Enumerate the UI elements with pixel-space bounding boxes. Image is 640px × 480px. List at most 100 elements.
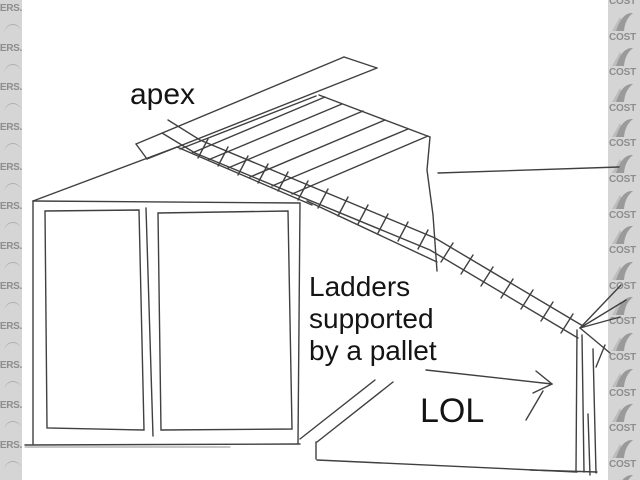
lol-label: LOL — [420, 392, 485, 430]
watermark-text-fragment: DERS. — [0, 280, 22, 292]
watermark-text-fragment: COST — [609, 138, 636, 150]
roof-group — [32, 94, 438, 272]
window-mullion — [145, 207, 154, 437]
watermark-text-fragment: DERS. — [0, 42, 22, 54]
watermark-unit: COST — [608, 116, 640, 152]
ladder-rung — [480, 266, 494, 287]
watermark-unit: COST — [608, 330, 640, 366]
ladder-rung — [560, 313, 574, 334]
watermark-unit: DERS. — [0, 198, 22, 238]
watermark-mountain-logo-icon — [612, 190, 633, 209]
ladder-rung — [357, 204, 369, 225]
roof-batten — [271, 128, 409, 187]
watermark-mountain-logo-icon — [612, 83, 633, 102]
ladder-rail — [167, 119, 584, 327]
ladder-rung — [540, 301, 554, 322]
ladder-note-line3: by a pallet — [309, 335, 437, 366]
watermark-text-fragment: COST — [609, 245, 636, 257]
watermark-mountain-logo-icon — [612, 368, 633, 387]
watermark-mountain-logo-icon — [612, 404, 633, 423]
ladder-note-line2: supported — [309, 303, 434, 334]
watermark-text-fragment: COST — [609, 173, 636, 185]
watermark-unit: COST — [608, 0, 640, 10]
ladder-rung — [257, 163, 269, 184]
ladder-rung — [337, 196, 349, 217]
watermark-unit: COST — [608, 152, 640, 188]
ladder-rung — [500, 278, 514, 299]
arrow-head — [535, 370, 553, 385]
watermark-text-fragment: DERS. — [0, 360, 22, 372]
watermark-right-units: COST COST COST COST COST COST COST COST … — [608, 0, 640, 480]
roof-batten — [249, 119, 386, 178]
watermark-mountain-logo-icon — [612, 297, 633, 316]
roof-batten — [227, 110, 364, 169]
ladder-note-label: Ladders supported by a pallet — [309, 271, 437, 367]
ladder-rung — [377, 213, 389, 234]
watermark-text-fragment: COST — [609, 0, 636, 7]
watermark-unit: DERS. — [0, 357, 22, 397]
watermark-mountain-logo-icon — [612, 154, 633, 173]
watermark-unit: DERS. — [0, 40, 22, 80]
watermark-text-fragment: COST — [609, 316, 636, 328]
watermark-unit: COST — [608, 188, 640, 224]
apex-board-group — [135, 56, 378, 160]
watermark-unit: COST — [608, 366, 640, 402]
ridge-line — [179, 95, 317, 150]
watermark-text-fragment: DERS. — [0, 3, 22, 14]
roof-batten — [291, 135, 429, 195]
window-right — [157, 210, 293, 431]
ladder-group — [161, 119, 584, 339]
watermark-unit: DERS. — [0, 437, 22, 477]
watermark-mountain-logo-icon — [612, 439, 633, 458]
watermark-unit: DERS. — [0, 119, 22, 159]
watermark-unit: COST — [608, 10, 640, 46]
ladder-rung — [297, 180, 309, 201]
ladder-rung — [417, 229, 429, 250]
watermark-text-fragment: COST — [609, 31, 636, 43]
pallet-group — [575, 284, 627, 476]
window-left — [44, 209, 145, 431]
watermark-strip-left: DERS. DERS. DERS. DERS. DERS. DERS. DERS… — [0, 0, 22, 480]
watermark-unit: DERS. — [0, 318, 22, 358]
ladder-note-line1: Ladders — [309, 271, 411, 302]
watermark-unit: COST — [608, 294, 640, 330]
watermark-text-fragment: COST — [609, 458, 636, 470]
watermark-unit: DERS. — [0, 238, 22, 278]
watermark-text-fragment: DERS. — [0, 201, 22, 213]
roof-batten — [207, 103, 343, 161]
watermark-text-fragment: COST — [609, 423, 636, 435]
building-group — [24, 200, 301, 448]
ladder-rung — [440, 242, 454, 263]
watermark-text-fragment: DERS. — [0, 161, 22, 173]
watermark-text-fragment: DERS. — [0, 399, 22, 411]
roof-batten — [191, 96, 326, 154]
watermark-mountain-logo-icon — [612, 12, 633, 31]
watermark-text-fragment: COST — [609, 387, 636, 399]
watermark-unit: COST — [608, 437, 640, 473]
watermark-text-fragment: COST — [609, 102, 636, 114]
watermark-unit: DERS. — [0, 79, 22, 119]
watermark-text-fragment: COST — [609, 209, 636, 221]
ladder-rung — [237, 155, 249, 176]
watermark-text-fragment: DERS. — [0, 241, 22, 253]
watermark-unit: DERS. — [0, 0, 22, 40]
watermark-mountain-logo-icon — [612, 226, 633, 245]
watermark-text-fragment: DERS. — [0, 82, 22, 94]
watermark-unit: COST — [608, 81, 640, 117]
watermark-text-fragment: DERS. — [0, 122, 22, 134]
watermark-text-fragment: DERS. — [0, 320, 22, 332]
ladder-rung — [460, 254, 474, 275]
watermark-text-fragment: COST — [609, 67, 636, 79]
watermark-unit: DERS. — [0, 397, 22, 437]
ladder-rung — [197, 138, 209, 159]
watermark-strip-right: COST COST COST COST COST COST COST COST … — [608, 0, 640, 480]
arrow-tail-stroke — [525, 390, 544, 421]
watermark-text-fragment: DERS. — [0, 439, 22, 451]
ladder-rung — [520, 289, 534, 310]
right-wall-group — [299, 166, 620, 473]
watermark-mountain-logo-icon — [612, 48, 633, 67]
watermark-unit: COST — [608, 223, 640, 259]
gable-right-slope — [176, 146, 313, 206]
